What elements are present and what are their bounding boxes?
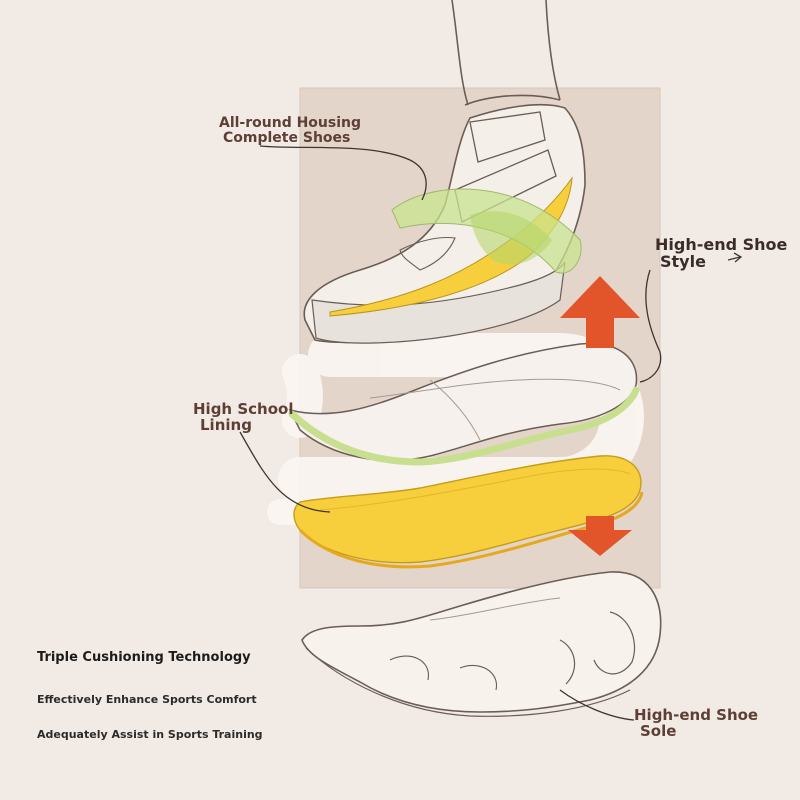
style-label-line2: Style	[660, 251, 706, 271]
housing-label-line1: All-round Housing	[219, 115, 362, 131]
panel-border	[299, 87, 661, 589]
style-label-line1: High-end Shoe	[655, 235, 788, 254]
sole-label-line2: Sole	[640, 721, 677, 740]
insole-layer	[293, 455, 644, 569]
feature-block: Triple Cushioning Technology Effectively…	[37, 650, 263, 741]
style-label: High-end Shoe Style	[655, 235, 788, 271]
lining-label-line2: Lining	[200, 415, 252, 434]
up-arrow-icon	[560, 276, 640, 348]
feature-title: Triple Cushioning Technology	[37, 650, 251, 665]
outsole-layer	[301, 571, 662, 717]
housing-label: All-round Housing Complete Shoes	[219, 116, 361, 145]
feature-line-comfort: Effectively Enhance Sports Comfort	[37, 693, 257, 706]
sole-label-line1: High-end Shoe	[634, 706, 759, 724]
feature-line-training: Adequately Assist in Sports Training	[37, 728, 263, 741]
upper-shoe	[303, 103, 586, 344]
leader-lines	[239, 145, 743, 721]
sole-label: High-end Shoe Sole	[634, 706, 759, 740]
down-arrow-icon	[568, 516, 632, 556]
lining-label-line1: High School	[193, 400, 294, 418]
housing-label-line2: Complete Shoes	[223, 129, 351, 146]
leg-sketch	[451, 0, 561, 106]
lining-label: High School Lining	[193, 400, 294, 434]
lining-layer	[288, 342, 640, 466]
leader-arrow-icon	[727, 256, 741, 261]
